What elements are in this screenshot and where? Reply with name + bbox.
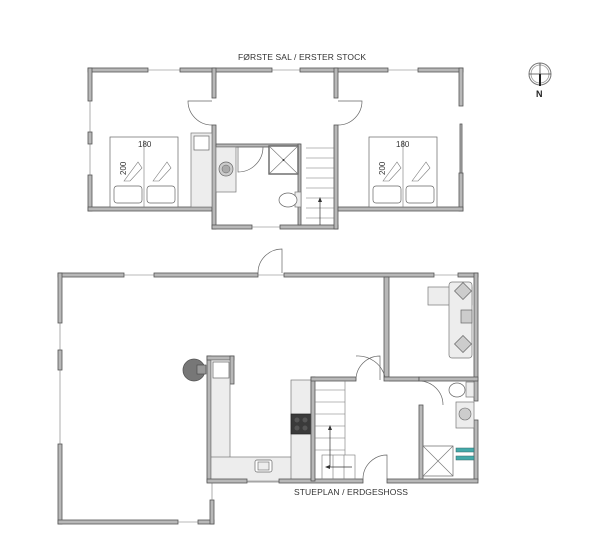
bed-west: 180 200 (109, 136, 179, 208)
upper-stairs (306, 147, 334, 225)
upper-floor: 180 200 180 200 (87, 67, 464, 230)
ground-floor (57, 248, 479, 525)
ground-stairs (315, 381, 356, 480)
bed-east-width: 180 (396, 140, 410, 149)
bed-east: 180 200 (368, 136, 438, 208)
sofa (427, 281, 473, 359)
compass-icon: N (528, 62, 552, 99)
bed-east-length: 200 (378, 161, 387, 175)
compass-label: N (536, 89, 543, 99)
upper-floor-title: FØRSTE SAL / ERSTER STOCK (238, 52, 367, 62)
bed-west-length: 200 (119, 161, 128, 175)
ground-floor-title: STUEPLAN / ERDGESHOSS (294, 487, 409, 497)
bed-west-width: 180 (138, 140, 152, 149)
